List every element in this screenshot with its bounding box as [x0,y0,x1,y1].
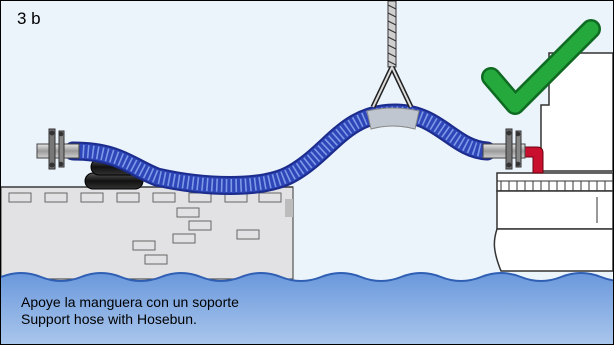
water [1,272,613,344]
crane-sling [366,1,420,130]
step-label: 3 b [17,9,41,28]
quay-wall [1,186,294,280]
hose [63,103,497,195]
checkmark-icon [481,19,601,115]
left-hose-coupling [36,128,80,170]
caption-spanish: Apoye la manguera con un soporte [21,294,239,310]
right-hose-coupling [482,128,526,170]
ship-manifold-pipe [522,146,544,174]
caption-english: Support hose with Hosebun. [21,311,197,327]
ship [493,52,613,272]
caption: Apoye la manguera con un soporte Support… [21,294,239,328]
